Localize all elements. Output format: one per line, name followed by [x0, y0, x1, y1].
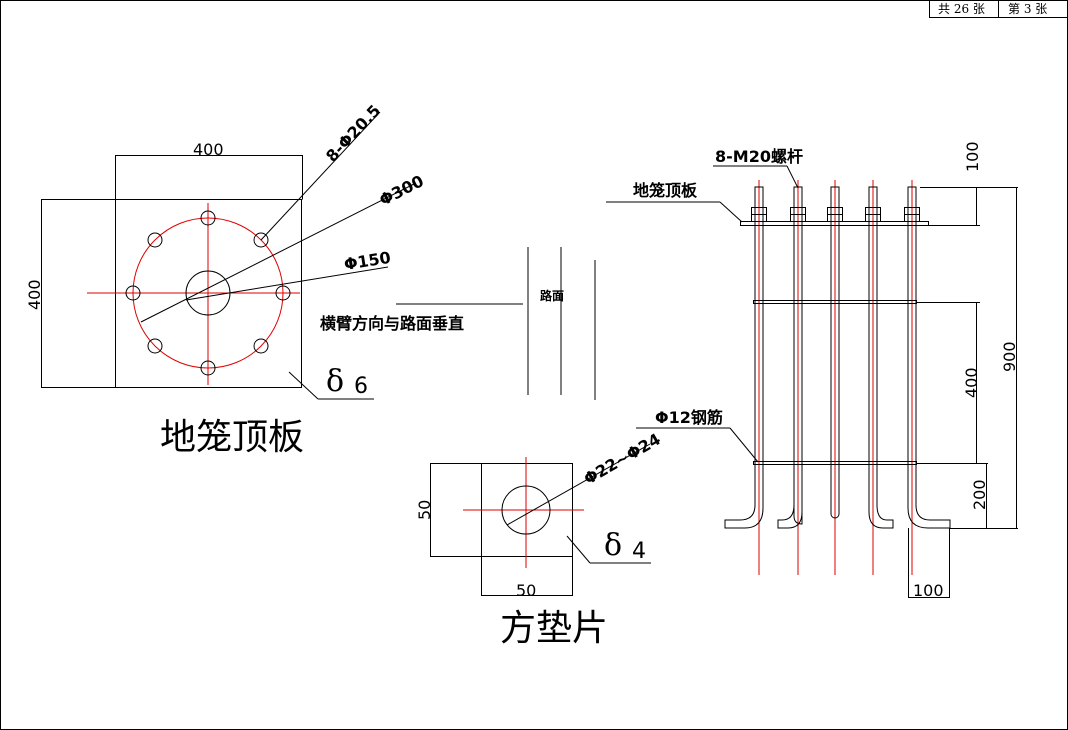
center-hole-callout: Φ150: [343, 248, 392, 274]
orientation-note: 横臂方向与路面垂直: [320, 314, 464, 333]
dim-total-900: 900: [1000, 341, 1019, 372]
washer-title: 方垫片: [500, 608, 608, 649]
bolt-holes: [125, 210, 291, 376]
washer-height-dim: 50: [415, 500, 434, 520]
bolt-hole: [275, 285, 291, 301]
washer-thickness-value: 4: [632, 539, 646, 564]
bolt-hole: [200, 360, 216, 376]
top-plate-thickness-leader: [288, 371, 319, 400]
bolt-hole-leader: [260, 111, 381, 241]
bolts-leader: [786, 165, 799, 189]
dim-hook-100: 100: [913, 581, 944, 600]
anchor-rod: [793, 186, 803, 525]
top-plate-width-dim: 400: [193, 140, 224, 159]
anchor-rod: [724, 186, 764, 529]
top-plate-thickness-value: 6: [354, 374, 368, 399]
top-plate-thickness-symbol: δ: [326, 364, 344, 399]
road-label: 路面: [540, 288, 564, 303]
rebar-label: Φ12钢筋: [655, 408, 723, 427]
bolt-hole: [125, 285, 141, 301]
rebar-leader: [729, 427, 759, 463]
center-hole-leader: [185, 266, 389, 301]
bolt-hole-callout: 8-Φ20.5: [322, 101, 384, 166]
top-plate-view: 400 400 8-Φ20.5 Φ300 Φ150 横臂方向与路面垂直: [25, 101, 523, 458]
sheet-number-block: 共 26 张 第 3 张: [929, 0, 1068, 18]
top-plate-height-dim: 400: [25, 279, 44, 310]
washer-hole: [501, 485, 551, 535]
sheet-number-label: 第 3 张: [1008, 2, 1047, 16]
anchor-rod: [907, 186, 951, 529]
washer-view: Φ22~Φ24 50 50 δ 4 方垫片: [415, 429, 664, 649]
dim-middle-400: 400: [962, 367, 981, 398]
nuts: [751, 207, 920, 222]
bolt-hole: [147, 338, 163, 354]
top-plate-outline: [41, 199, 302, 388]
bolt-hole: [200, 210, 216, 226]
bolt-hole: [253, 338, 269, 354]
anchor-rod: [777, 504, 803, 529]
washer-square-extent: [481, 463, 573, 596]
anchor-rod: [830, 186, 840, 519]
anchor-rod: [868, 186, 894, 529]
dim-top-100: 100: [963, 141, 982, 172]
cage-plate-label: 地笼顶板: [633, 181, 698, 200]
road-indicator: 路面: [527, 247, 596, 400]
washer-thickness-leader: [566, 535, 591, 564]
top-plate-title: 地笼顶板: [160, 417, 304, 458]
anchor-cage-view: 8-M20螺杆 地笼顶板 Φ12钢筋 100 900 400 200 100: [606, 141, 1019, 600]
cage-dimension-lines: [908, 187, 1018, 598]
bolt-hole: [147, 232, 163, 248]
washer-hole-callout: Φ22~Φ24: [581, 429, 664, 488]
anchor-rods: [724, 186, 951, 529]
washer-hole-leader: [506, 443, 651, 526]
dim-bottom-200: 200: [970, 479, 989, 510]
bolt-circle-leader: [140, 182, 417, 323]
bolt-hole: [253, 232, 269, 248]
cage-plate-leader: [719, 201, 743, 223]
sheet-total-label: 共 26 张: [938, 2, 985, 16]
bolts-label: 8-M20螺杆: [715, 147, 803, 166]
washer-thickness-symbol: δ: [604, 528, 622, 563]
top-plate-width-dim-extent: [115, 155, 303, 388]
bolt-circle-callout: Φ300: [376, 171, 427, 209]
washer-width-dim: 50: [516, 581, 536, 600]
